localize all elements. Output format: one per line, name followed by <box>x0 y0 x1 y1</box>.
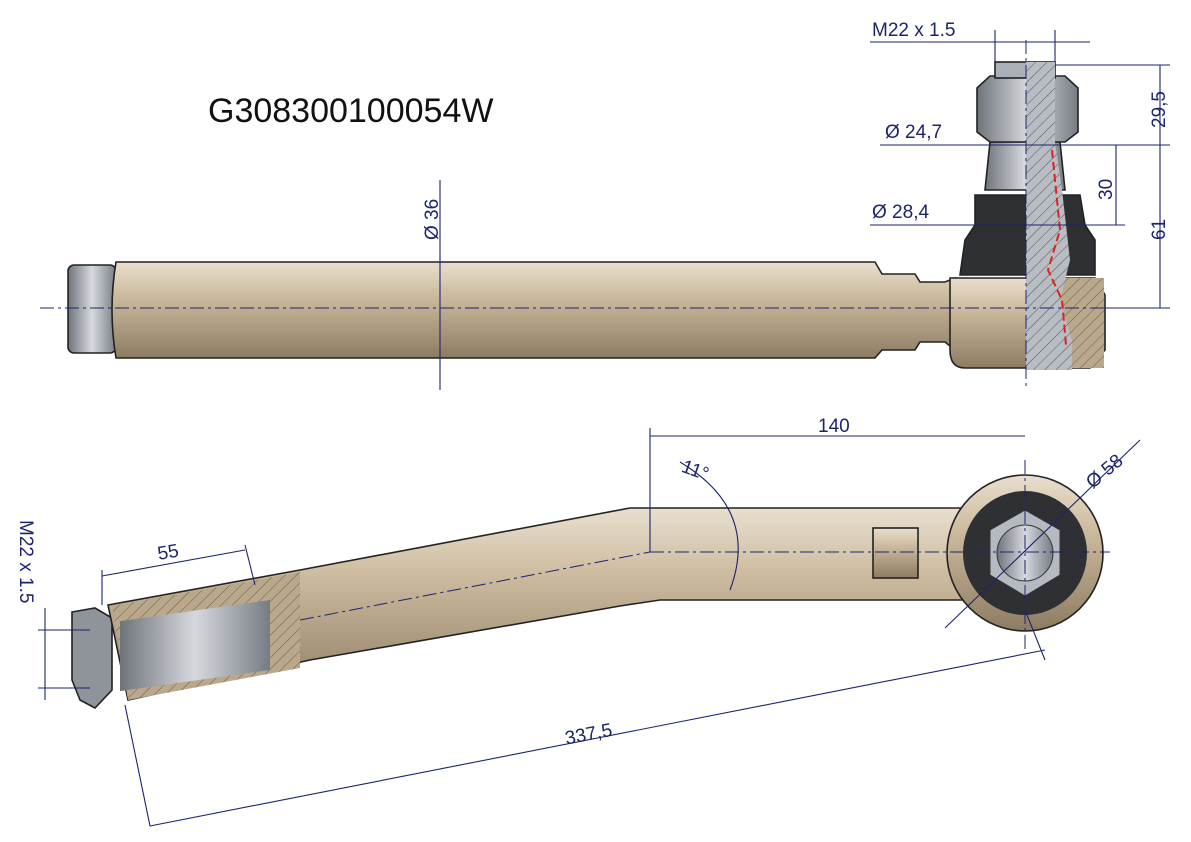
part-number: G308300100054W <box>208 92 493 130</box>
dim-taper-length: 30 <box>1096 179 1117 200</box>
rod-body <box>111 261 956 359</box>
dim-side-thread: M22 x 1.5 <box>15 520 36 603</box>
dim-thread-length: 55 <box>156 541 180 565</box>
dim-total-stud-height: 61 <box>1149 219 1170 240</box>
dim-rod-diameter: Ø 36 <box>422 199 443 240</box>
jam-nut <box>67 264 117 354</box>
side-nut <box>71 607 113 709</box>
dim-overall-length: 337,5 <box>563 720 614 750</box>
dim-top-thread: M22 x 1.5 <box>872 20 955 41</box>
bottom-view: 140 11° Ø 58 55 M22 x 1.5 337,5 <box>15 416 1141 827</box>
grease-path <box>1046 149 1067 346</box>
dim-boot-diameter: Ø 28,4 <box>872 202 929 223</box>
dim-taper-diameter: Ø 24,7 <box>885 122 942 143</box>
top-view: Ø 36 M22 x 1.5 29,5 30 61 Ø 24,7 Ø 28,4 <box>40 20 1170 390</box>
neck <box>872 527 919 579</box>
dim-offset-length: 140 <box>818 416 850 437</box>
dim-eye-diameter: Ø 58 <box>1082 450 1127 493</box>
dim-stud-height: 29,5 <box>1149 91 1170 128</box>
stud-section <box>1026 62 1072 370</box>
internal-thread <box>120 600 270 692</box>
